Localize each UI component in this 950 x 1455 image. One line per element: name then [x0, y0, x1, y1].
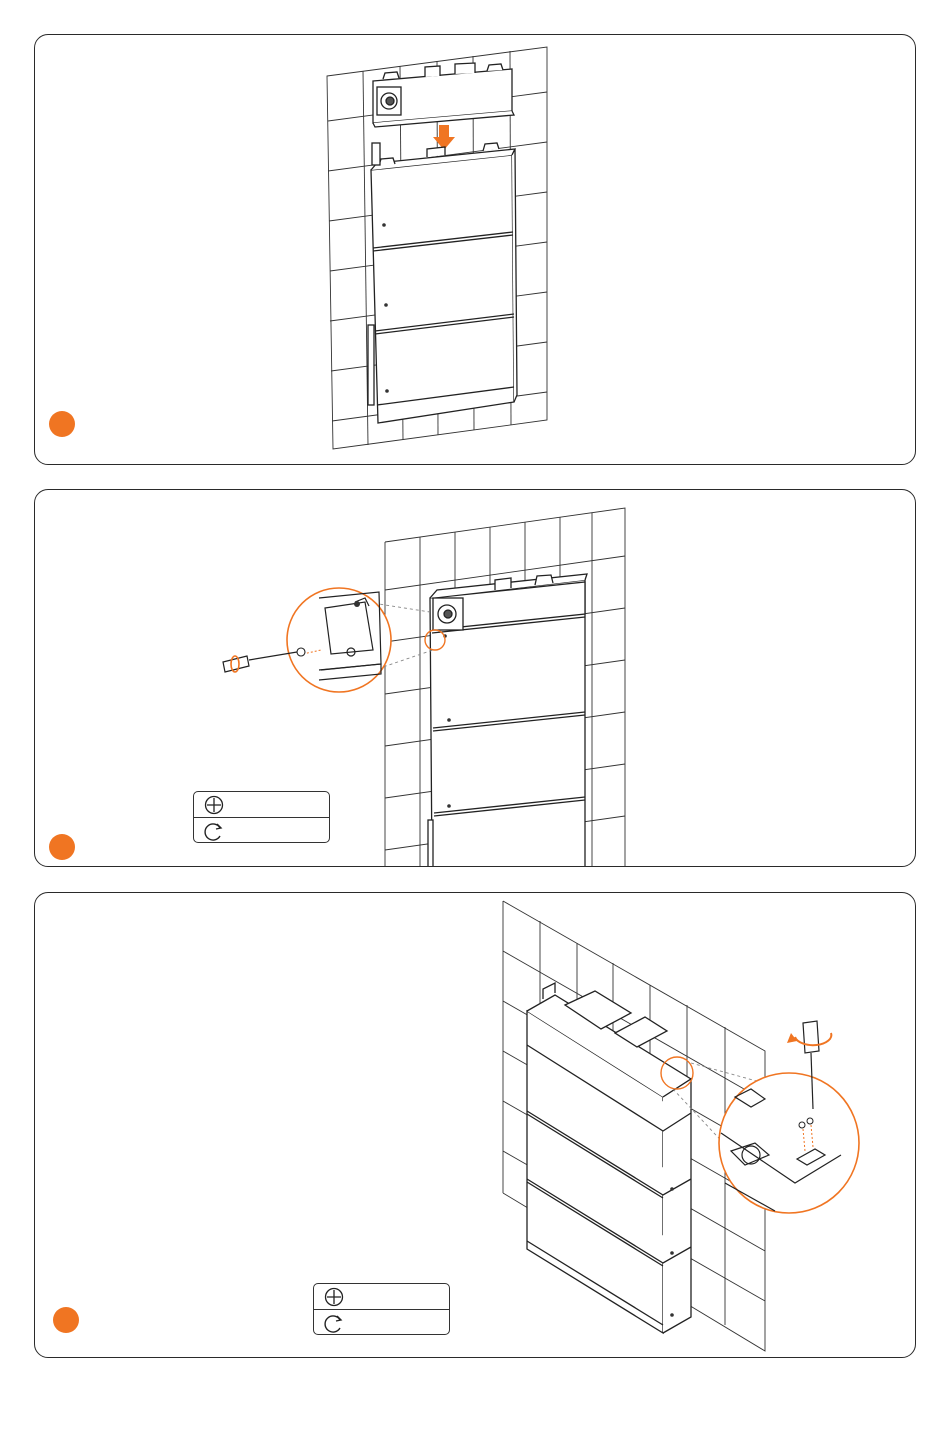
- step-2-panel: [34, 489, 916, 867]
- down-arrow-icon: [433, 125, 455, 150]
- step-number-badge: [53, 1307, 79, 1333]
- battery-stack: [428, 574, 587, 867]
- bms-top-module: [373, 63, 514, 127]
- phillips-head-icon: [324, 1287, 344, 1307]
- clockwise-rotation-icon: [204, 820, 224, 842]
- step-number-badge: [49, 411, 75, 437]
- step-3-illustration: [35, 893, 916, 1358]
- phillips-head-icon: [204, 795, 224, 815]
- clockwise-rotation-icon: [324, 1312, 344, 1334]
- step-2-illustration: [35, 490, 916, 867]
- step-3-panel: [34, 892, 916, 1358]
- step-1-illustration: [35, 35, 916, 465]
- battery-stack: [527, 983, 691, 1333]
- tool-spec-box: [193, 791, 330, 843]
- battery-stack: [368, 143, 517, 423]
- step-number-badge: [49, 834, 75, 860]
- step-1-panel: [34, 34, 916, 465]
- tool-spec-box: [313, 1283, 450, 1335]
- zoom-callout: [287, 588, 445, 692]
